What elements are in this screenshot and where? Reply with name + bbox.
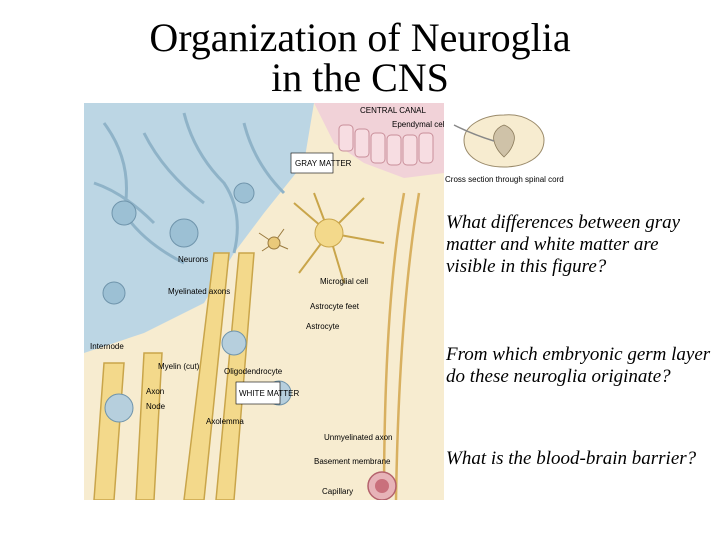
gray-matter-region	[84, 103, 314, 353]
astrocyte-processes	[293, 192, 385, 284]
label-internode: Internode	[90, 342, 124, 351]
label-myelinated-axons: Myelinated axons	[168, 287, 230, 296]
white-matter-box	[235, 381, 281, 405]
microglial-cell	[258, 228, 289, 252]
title-line-1: Organization of Neuroglia	[149, 15, 571, 60]
label-white-matter: WHITE MATTER	[239, 389, 300, 398]
label-axon: Axon	[146, 387, 164, 396]
label-oligodendrocyte: Oligodendrocyte	[224, 367, 283, 376]
label-central-canal: CENTRAL CANAL	[360, 106, 426, 115]
capillary-lumen	[375, 479, 389, 493]
label-axolemma: Axolemma	[206, 417, 244, 426]
label-gray-matter: GRAY MATTER	[295, 159, 352, 168]
neuron-bodies	[102, 182, 255, 305]
label-unmyelinated-axon: Unmyelinated axon	[324, 433, 392, 442]
neuroglia-diagram: CENTRAL CANAL Ependymal cells GRAY MATTE…	[84, 103, 444, 500]
inset-pointer	[453, 124, 495, 142]
ependymal-cells	[338, 124, 434, 166]
label-ependymal: Ependymal cells	[392, 120, 444, 129]
label-capillary: Capillary	[322, 487, 353, 496]
neuroglia-illustration: CENTRAL CANAL Ependymal cells GRAY MATTE…	[84, 103, 444, 500]
label-myelin-cut: Myelin (cut)	[158, 362, 200, 371]
spinal-cord-inset	[444, 105, 554, 195]
label-astrocyte-feet: Astrocyte feet	[310, 302, 360, 311]
label-microglial-cell: Microglial cell	[320, 277, 368, 286]
question-3: What is the blood-brain barrier?	[446, 448, 697, 469]
inset-caption: Cross section through spinal cord	[445, 175, 564, 184]
question-1: What differences between gray matter and…	[446, 212, 681, 277]
title-line-2: in the CNS	[271, 55, 449, 100]
astrocyte-body	[314, 218, 344, 248]
unmyelinated-axons	[382, 192, 421, 500]
label-neurons: Neurons	[178, 255, 208, 264]
gray-matter-box	[290, 152, 334, 174]
question-2: From which embryonic germ layer do these…	[446, 344, 711, 387]
label-astrocyte: Astrocyte	[306, 322, 340, 331]
label-basement-membrane: Basement membrane	[314, 457, 391, 466]
label-node: Node	[146, 402, 166, 411]
spinal-cord-cross-section	[453, 114, 545, 168]
slide-title: Organization of Neuroglia in the CNS	[0, 18, 720, 98]
